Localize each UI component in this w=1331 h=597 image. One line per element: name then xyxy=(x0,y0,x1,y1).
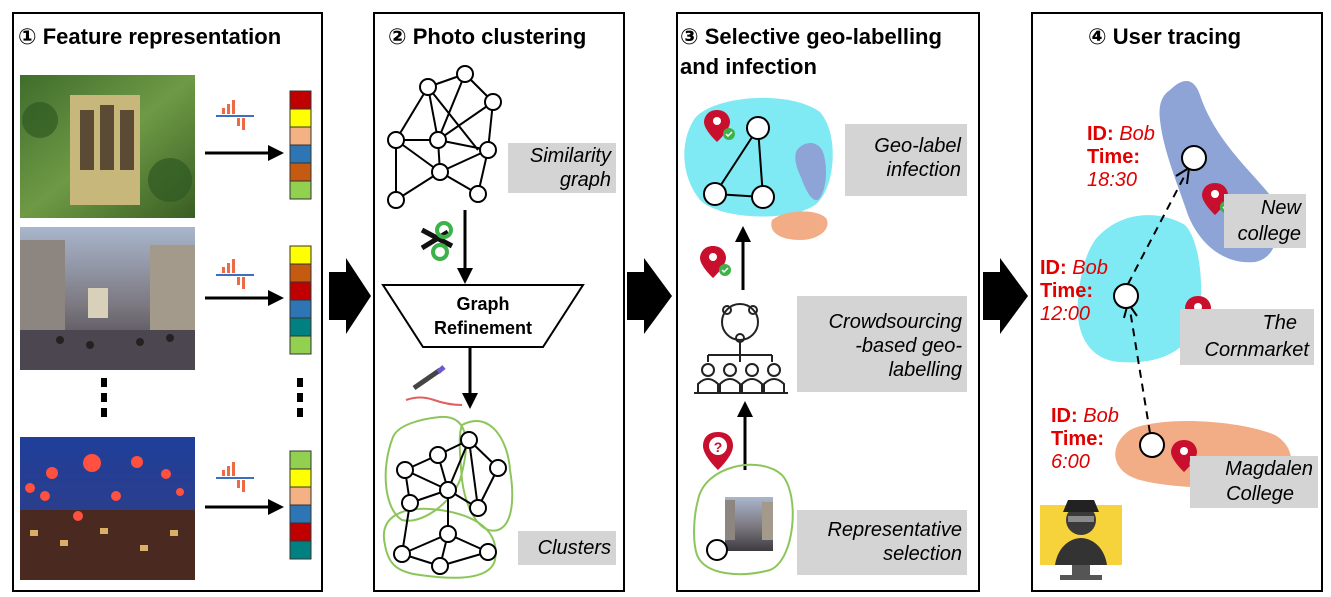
feature-extractor-icon xyxy=(211,458,256,492)
feature-vector xyxy=(289,90,312,200)
crowdsourcing-icon xyxy=(694,303,788,394)
trace-time-key: Time: xyxy=(1040,280,1093,302)
place-magdalen-line1: Magdalen xyxy=(1225,458,1313,480)
arrow-down-refine xyxy=(457,268,473,284)
place-label-box-cornmarket xyxy=(1180,309,1314,365)
trace-time-value: 18:30 xyxy=(1087,169,1138,191)
pen-icon xyxy=(405,365,463,406)
trace-id-value: Bob xyxy=(1083,405,1119,427)
trace-id-key: ID: xyxy=(1040,257,1067,279)
similarity-graph-label-box xyxy=(508,143,616,193)
trace-time-value: 6:00 xyxy=(1051,451,1090,473)
crowdsourcing-label-line1: Crowdsourcing xyxy=(828,311,962,333)
photo-building-ivy xyxy=(20,75,195,218)
feature-vector xyxy=(289,450,312,560)
trace-id-key: ID: xyxy=(1087,123,1114,145)
panel4-title: ④ User tracing xyxy=(1088,24,1242,49)
graph-refinement-label-line2: Refinement xyxy=(433,318,532,338)
flow-arrow-3-4 xyxy=(983,258,1028,334)
panel3-title-line2: and infection xyxy=(680,54,817,79)
similarity-graph-label-line1: Similarity xyxy=(529,145,611,167)
panel2-title: ② Photo clustering xyxy=(388,24,587,49)
location-pin-icon xyxy=(700,246,731,278)
feature-extractor-icon xyxy=(211,255,256,289)
representative-selection-box xyxy=(797,510,967,575)
geo-label-infection-box xyxy=(845,124,967,196)
crowdsourcing-label-line2: -based geo- xyxy=(855,335,962,357)
place-label-box-new-college xyxy=(1224,194,1306,248)
feature-arrows xyxy=(205,145,284,515)
trace-time-key: Time: xyxy=(1051,428,1104,450)
flow-arrow-2-3 xyxy=(627,258,672,334)
panel1-title: ① Feature representation xyxy=(18,24,282,49)
place-cornmarket-line2: Cornmarket xyxy=(1204,339,1309,361)
more-photos-ellipsis xyxy=(101,378,303,417)
clusters-label-box xyxy=(518,531,616,565)
arrow-down-clusters xyxy=(462,393,478,409)
geo-label-infection-line1: Geo-label xyxy=(874,135,961,157)
place-label-box-magdalen xyxy=(1190,456,1318,508)
trace-label-1: ID: Bob Time: 18:30 xyxy=(1087,123,1155,192)
svg-text:?: ? xyxy=(714,439,723,455)
location-pin-icon xyxy=(704,110,735,142)
clusters-graph xyxy=(382,415,514,579)
panel3-title-line1: ③ Selective geo-labelling xyxy=(680,24,942,49)
place-magdalen-line2: College xyxy=(1226,483,1294,505)
trace-id-key: ID: xyxy=(1051,405,1078,427)
similarity-graph-label-line2: graph xyxy=(559,169,611,191)
photo-street xyxy=(20,227,195,370)
flow-arrow-1-2 xyxy=(329,258,371,334)
place-new-college-line2: college xyxy=(1237,223,1301,245)
geo-label-infection-line2: infection xyxy=(886,159,962,181)
location-pin-icon xyxy=(1202,183,1232,215)
trajectory xyxy=(1127,174,1186,434)
unknown-location-icon: ? xyxy=(703,432,733,470)
arrow-up-crowd xyxy=(737,401,753,417)
clusters-label: Clusters xyxy=(537,537,611,559)
place-cornmarket-line1: The xyxy=(1262,312,1297,334)
trace-id-value: Bob xyxy=(1119,123,1155,145)
photo-night-lanterns xyxy=(20,437,195,580)
trace-id-value: Bob xyxy=(1072,257,1108,279)
place-new-college-line1: New xyxy=(1260,197,1301,219)
representative-selection-line1: Representative xyxy=(827,519,962,541)
arrow-up-infection xyxy=(735,226,751,242)
trace-time-key: Time: xyxy=(1087,146,1140,168)
representative-selection-line2: selection xyxy=(883,543,962,565)
crowdsourcing-label-line3: labelling xyxy=(888,359,962,381)
trace-label-2: ID: Bob Time: 12:00 xyxy=(1040,257,1108,326)
graph-refinement-box xyxy=(381,284,585,348)
scissors-icon xyxy=(420,221,454,261)
trace-time-value: 12:00 xyxy=(1040,303,1091,325)
feature-vector xyxy=(289,245,312,355)
similarity-graph xyxy=(387,65,502,209)
representative-cluster xyxy=(693,463,794,576)
spy-monitor-icon xyxy=(1040,500,1122,580)
trace-points xyxy=(1113,145,1207,458)
crowdsourcing-label-box xyxy=(797,296,967,392)
graph-refinement-label-line1: Graph xyxy=(456,294,510,314)
trace-label-3: ID: Bob Time: 6:00 xyxy=(1051,405,1119,474)
feature-extractor-icon xyxy=(211,96,256,130)
